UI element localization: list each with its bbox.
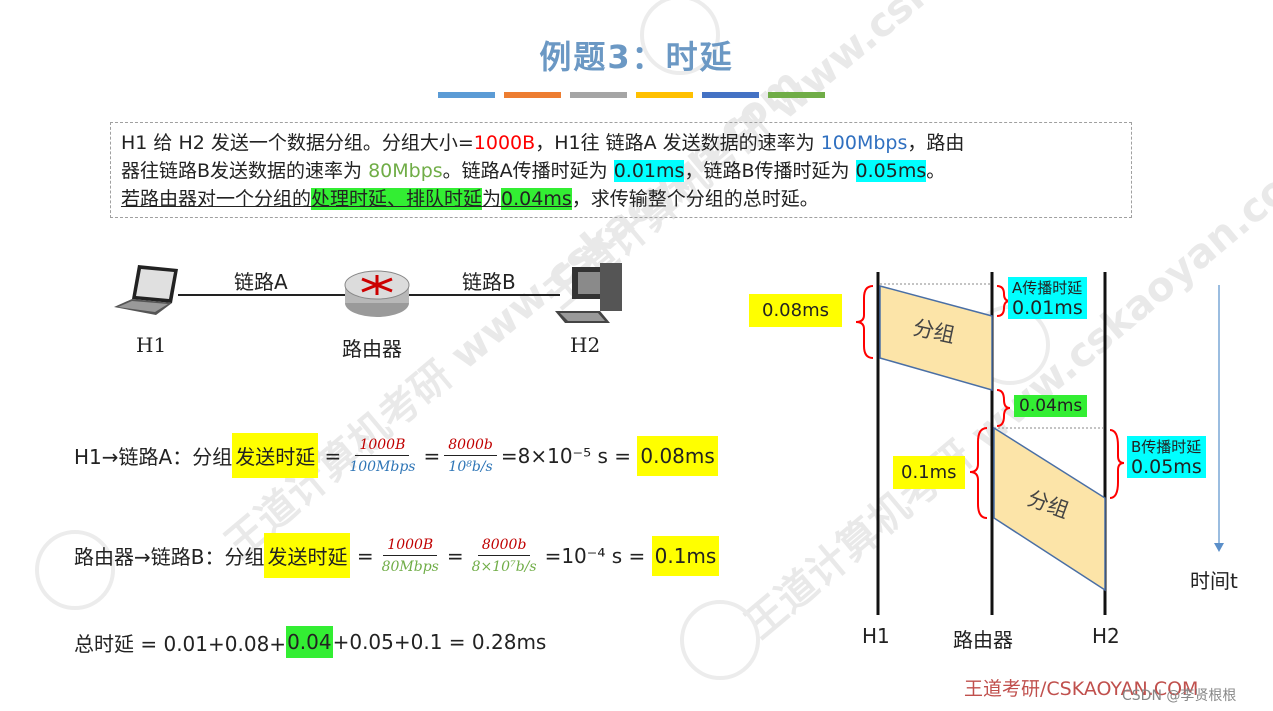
color-bar — [438, 92, 495, 98]
send-delay-b-tag: 0.1ms — [893, 456, 965, 489]
rate-a: 100Mbps — [820, 132, 908, 154]
answer-2: 0.1ms — [651, 535, 720, 576]
color-bar — [636, 92, 693, 98]
problem-line-1: H1 给 H2 发送一个数据分组。分组大小=1000B，H1往 链路A 发送数据… — [121, 132, 965, 154]
footer-brand: 王道考研/CSKAOYAN.COM — [964, 678, 1199, 700]
page-title: 例题3：时延 — [539, 38, 734, 76]
color-bar — [504, 92, 561, 98]
proc-queue-delay: 处理时延、排队时延 — [311, 188, 483, 210]
rate-b: 80Mbps — [368, 160, 443, 182]
answer-1: 0.08ms — [637, 435, 718, 476]
link-b-label: 链路B — [462, 270, 516, 294]
color-bar — [570, 92, 627, 98]
prop-delay-b-brace — [1109, 429, 1125, 499]
problem-line-2: 器往链路B发送数据的速率为 80Mbps。链路A传播时延为 0.01ms，链路B… — [121, 160, 946, 182]
router-icon — [344, 270, 410, 317]
send-delay-highlight-1: 发送时延 — [232, 433, 319, 478]
desktop-computer-icon — [555, 263, 622, 323]
total-delay-equation: 总时延 = 0.01+0.08+0.04+0.05+0.1 = 0.28ms — [74, 626, 546, 658]
timing-h1-label: H1 — [862, 624, 890, 648]
color-bar — [702, 92, 759, 98]
problem-statement: H1 给 H2 发送一个数据分组。分组大小=1000B，H1往 链路A 发送数据… — [110, 122, 1132, 218]
h1-label: H1 — [136, 333, 167, 357]
time-axis-label: 时间t — [1190, 569, 1238, 593]
total-proc-highlight: 0.04 — [286, 626, 333, 658]
network-topology — [114, 263, 622, 323]
prop-delay-b-tag: B传播时延 0.05ms — [1127, 436, 1206, 478]
link-a-label: 链路A — [234, 270, 288, 294]
prop-delay-a-tag: A传播时延 0.01ms — [1008, 277, 1087, 319]
time-axis-arrowhead — [1214, 543, 1224, 552]
router-label: 路由器 — [342, 337, 402, 361]
color-bar-row — [438, 92, 825, 98]
timing-h2-label: H2 — [1092, 624, 1120, 648]
prop-delay-b: 0.05ms — [855, 160, 927, 182]
packet-size: 1000B — [473, 132, 536, 154]
laptop-icon — [114, 265, 178, 315]
csdn-watermark: CSDN @李贤根根 — [1122, 688, 1237, 704]
problem-line-3: 若路由器对一个分组的处理时延、排队时延为0.04ms，求传输整个分组的总时延。 — [121, 188, 819, 210]
packet-a-shape — [879, 285, 993, 391]
send-delay-a-brace — [855, 285, 874, 359]
packet-b-shape — [993, 426, 1106, 592]
color-bar — [768, 92, 825, 98]
proc-delay-tag: 0.04ms — [1014, 395, 1088, 417]
proc-delay-brace — [996, 389, 1011, 427]
proc-value: 0.04ms — [501, 188, 572, 210]
send-delay-a-tag: 0.08ms — [749, 294, 842, 327]
send-delay-highlight-2: 发送时延 — [264, 533, 351, 578]
h2-label: H2 — [570, 333, 601, 357]
timing-router-label: 路由器 — [953, 628, 1013, 652]
timing-diagram: 分组 分组 — [855, 272, 1224, 615]
send-delay-b-brace — [969, 427, 988, 519]
prop-delay-a: 0.01ms — [613, 160, 685, 182]
